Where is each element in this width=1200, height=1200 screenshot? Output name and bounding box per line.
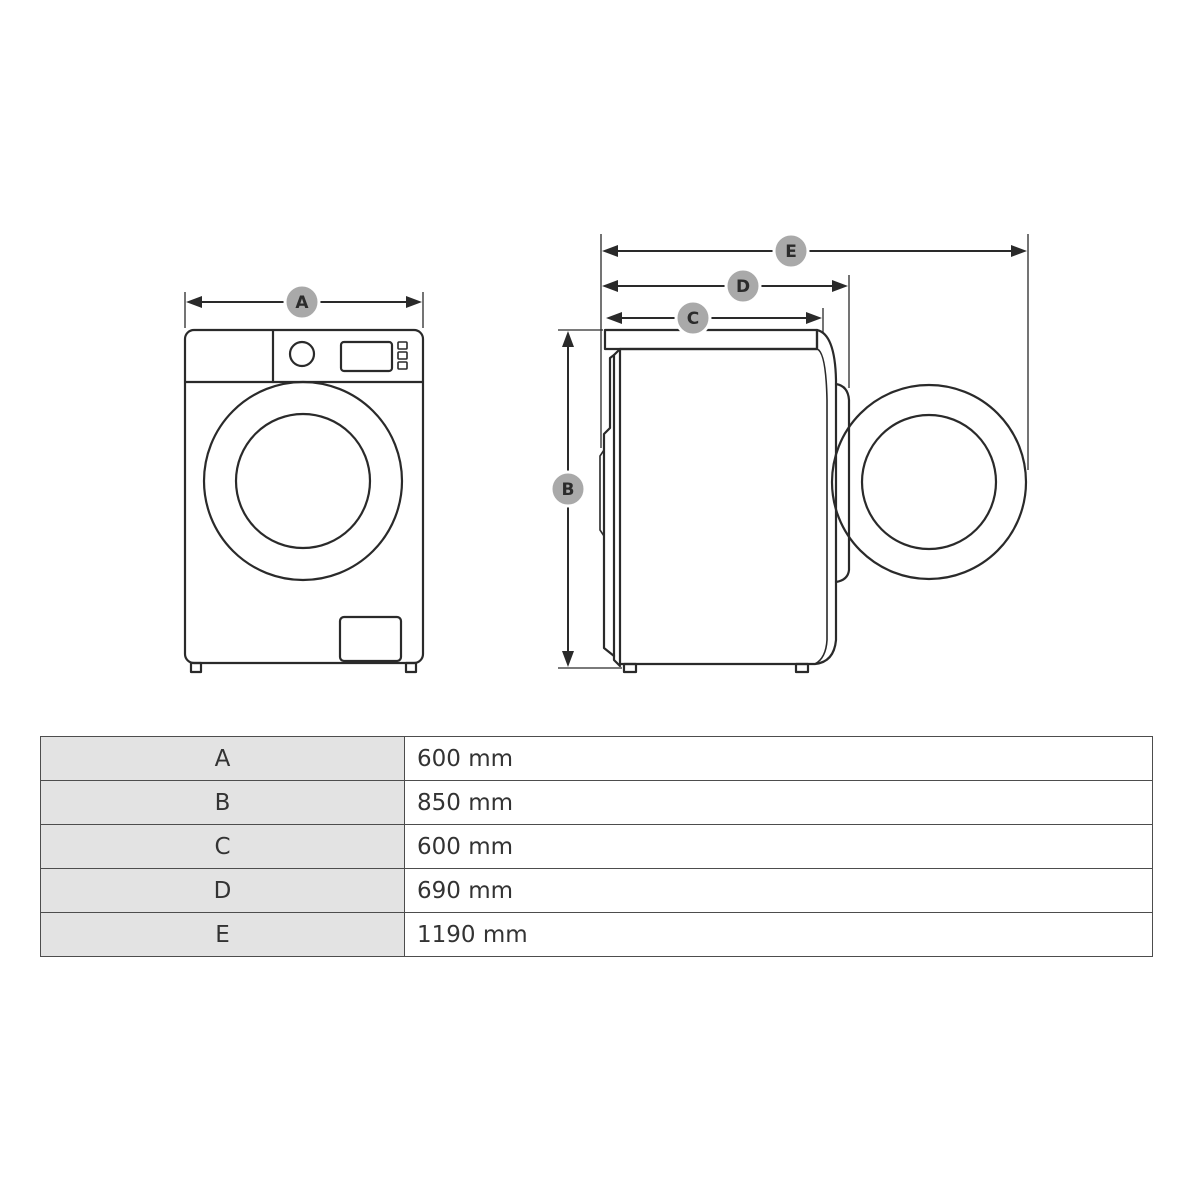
foot-icon [189,661,203,674]
svg-text:D: D [736,277,750,297]
dimension-value: 600 mm [404,736,1153,781]
door-hinge [834,382,851,584]
program-dial-icon [288,340,316,368]
dimension-value: 1190 mm [404,912,1153,957]
table-row: A 600 mm [40,736,1153,781]
svg-text:C: C [687,309,699,329]
svg-text:A: A [295,293,309,313]
svg-text:B: B [562,480,575,500]
open-door-glass [860,413,998,551]
door-outer-ring [202,380,404,582]
side-cabinet [618,328,838,666]
back-hose-outline [602,353,616,658]
open-door-outer [830,383,1028,581]
dimension-key: E [40,912,405,957]
dimension-key: A [40,736,405,781]
dimension-value: 690 mm [404,868,1153,913]
foot-icon [622,662,638,674]
table-row: E 1190 mm [40,912,1153,957]
dimension-badge-c: C [674,299,712,337]
svg-text:E: E [785,242,797,262]
dimension-value: 600 mm [404,824,1153,869]
dimension-badge-d: D [724,267,762,305]
panel-button-icon [397,341,408,350]
dimension-badge-a: A [283,283,321,321]
table-row: B 850 mm [40,780,1153,825]
dimension-value: 850 mm [404,780,1153,825]
table-row: D 690 mm [40,868,1153,913]
side-back-panel [612,347,622,668]
dimension-key: B [40,780,405,825]
washing-machine-dimension-diagram: A B [183,232,1029,674]
foot-icon [404,661,418,674]
dimension-badge-b: B [549,470,587,508]
door-glass [234,412,372,550]
panel-button-icon [397,351,408,360]
dimension-key: D [40,868,405,913]
dimensions-table: A 600 mm B 850 mm C 600 mm D 690 mm E 11… [40,736,1153,957]
side-view: B C D E [549,232,1029,674]
side-top-plate [603,328,819,351]
panel-button-icon [397,361,408,370]
foot-icon [794,662,810,674]
back-hose-detail [599,449,605,537]
filter-cover [338,615,403,663]
display-panel [339,340,394,373]
dimension-key: C [40,824,405,869]
dimension-badge-e: E [772,232,810,270]
table-row: C 600 mm [40,824,1153,869]
front-panel-edge [814,348,828,665]
front-cabinet [183,328,425,665]
front-view: A [183,283,425,674]
